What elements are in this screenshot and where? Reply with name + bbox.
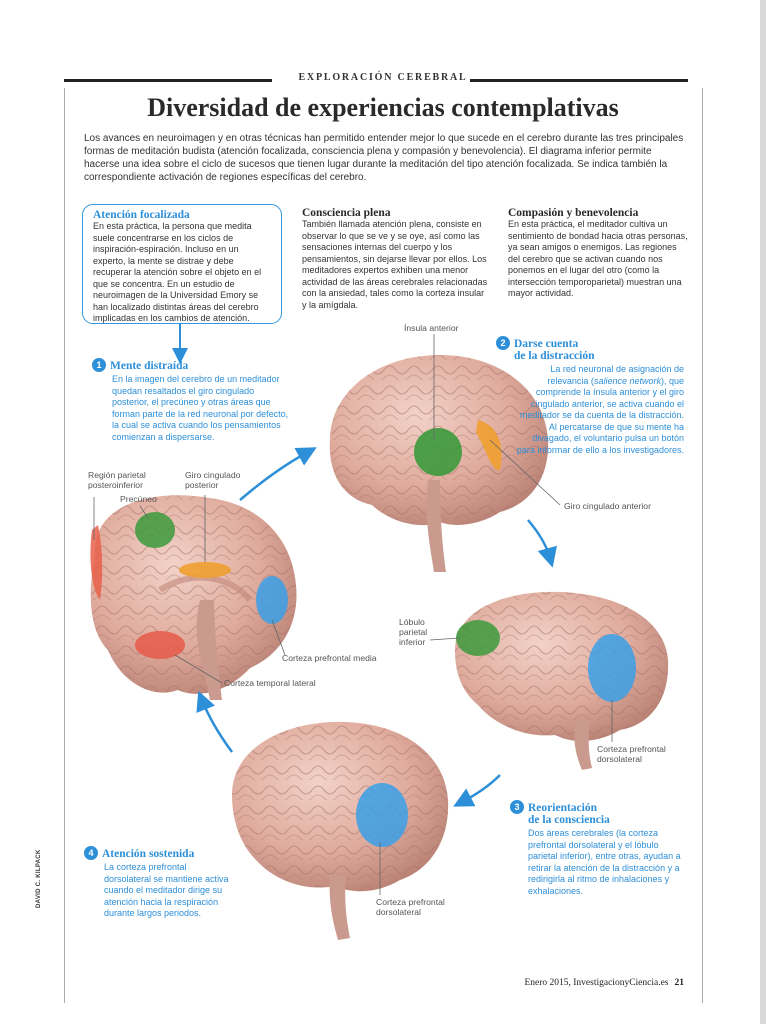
step-4-text: La corteza prefrontal dorsolateral se ma… bbox=[104, 862, 229, 918]
illustration-credit: DAVID C. KILPACK bbox=[36, 849, 42, 908]
label-corteza-temporal-lateral: Corteza temporal lateral bbox=[224, 678, 316, 688]
footer-issue: Enero 2015, InvestigacionyCiencia.es bbox=[524, 978, 669, 988]
practice-consciencia: Consciencia plena También llamada atenci… bbox=[302, 207, 488, 311]
brain-4-lateral bbox=[232, 721, 449, 940]
label-corteza-prefrontal-media: Corteza prefrontal media bbox=[282, 653, 377, 663]
step-3-text: Dos áreas cerebrales (la corteza prefron… bbox=[528, 828, 681, 896]
practice-title-compasion: Compasión y benevolencia bbox=[508, 207, 639, 219]
brain-3-lateral bbox=[455, 591, 669, 770]
step-2-number: 2 bbox=[496, 336, 510, 350]
page-edge bbox=[760, 0, 766, 1024]
frame-line-right bbox=[702, 88, 703, 1003]
cycle-arrow-3-4 bbox=[453, 774, 501, 807]
step-3-number: 3 bbox=[510, 800, 524, 814]
practice-title-consciencia: Consciencia plena bbox=[302, 207, 391, 219]
page-footer: Enero 2015, InvestigacionyCiencia.es 21 bbox=[524, 978, 684, 988]
step-4-number: 4 bbox=[84, 846, 98, 860]
cycle-arrow-4-1 bbox=[196, 690, 234, 753]
cycle-arrow-1-2 bbox=[239, 447, 317, 501]
step-1-text: En la imagen del cerebro de un meditador… bbox=[112, 374, 289, 442]
cycle-arrow-2-3 bbox=[527, 519, 557, 568]
step-2-text: La red neuronal de asignación de relevan… bbox=[516, 364, 684, 455]
frame-line-left bbox=[64, 88, 65, 1003]
header-rule-right bbox=[470, 79, 688, 82]
practice-title-focalizada: Atención focalizada bbox=[93, 209, 190, 221]
label-insula-anterior: Ínsula anterior bbox=[404, 323, 459, 333]
page-title: Diversidad de experiencias contemplativa… bbox=[147, 93, 619, 122]
step-1-number: 1 bbox=[92, 358, 106, 372]
label-giro-anterior: Giro cingulado anterior bbox=[564, 501, 651, 511]
section-label: EXPLORACIÓN CEREBRAL bbox=[298, 72, 468, 83]
intro-paragraph: Los avances en neuroimagen y en otras té… bbox=[84, 133, 684, 183]
practice-text-compasion: En esta práctica, el meditador cultiva u… bbox=[508, 219, 688, 298]
brain-2-medial bbox=[329, 355, 549, 572]
header-rule-left bbox=[64, 79, 272, 82]
practice-compasion: Compasión y benevolencia En esta práctic… bbox=[508, 207, 688, 300]
brain-1-medial bbox=[90, 495, 297, 700]
leader-lines bbox=[93, 334, 613, 895]
practice-box-focalizada: Atención focalizada En esta práctica, la… bbox=[82, 204, 282, 324]
practice-text-focalizada: En esta práctica, la persona que medita … bbox=[93, 221, 262, 323]
page-number: 21 bbox=[674, 978, 685, 988]
practice-text-consciencia: También llamada atención plena, consiste… bbox=[302, 219, 488, 310]
label-precuneo: Precúneo bbox=[120, 494, 157, 504]
